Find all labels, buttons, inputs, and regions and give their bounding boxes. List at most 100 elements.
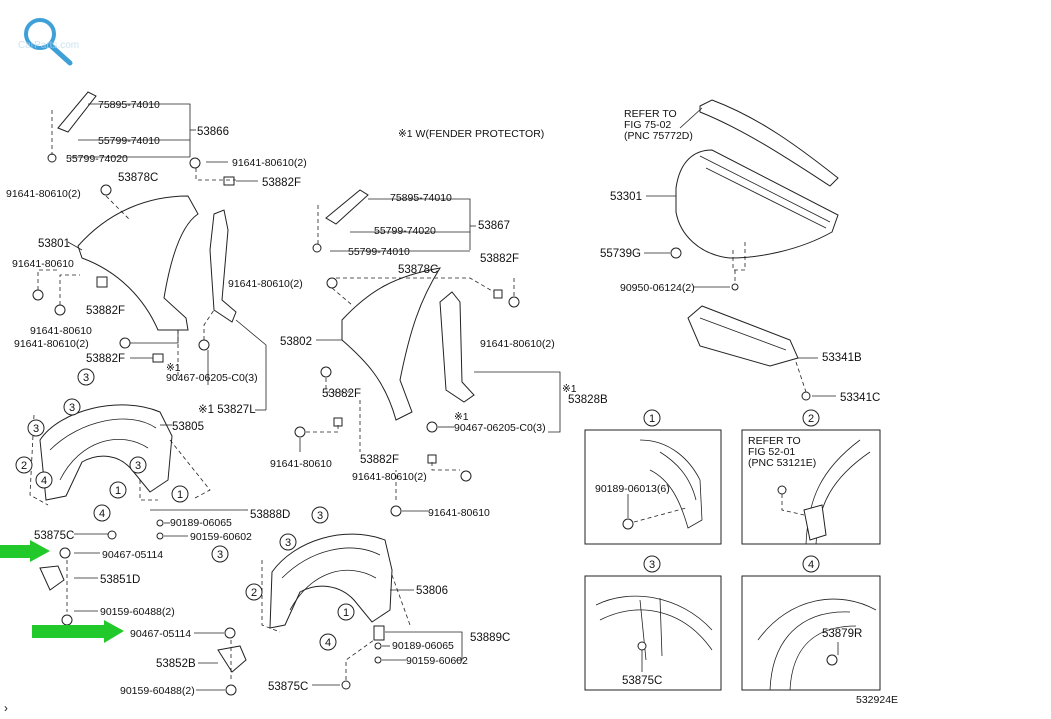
part-label: 91641-80610(2) (228, 278, 303, 290)
bolt (294, 426, 306, 438)
part-label: 53805 (172, 421, 204, 433)
hood-group (644, 99, 839, 401)
callout-2: 2 (245, 583, 263, 601)
callout-4: 4 (93, 504, 111, 522)
part-label: 53882F (322, 388, 361, 400)
callout-number: 4 (99, 508, 105, 520)
part-label: 90189-06065 (392, 640, 454, 652)
part-label: 75895-74010 (390, 192, 452, 204)
part-label: 90950-06124(2) (620, 282, 695, 294)
fender-protector-note: ※1 W(FENDER PROTECTOR) (398, 128, 544, 140)
callout-number: 1 (343, 607, 349, 619)
hood-cushion (731, 283, 739, 291)
callout-3: 3 (279, 533, 297, 551)
callout-number: 1 (115, 485, 121, 497)
callout-3: 3 (643, 555, 661, 573)
part-label: 53341C (840, 392, 880, 404)
screw (341, 680, 351, 690)
front-fender-left (77, 195, 199, 331)
caret-icon[interactable]: › (4, 703, 8, 715)
part-label: 91641-80610(2) (6, 188, 81, 200)
part-label: 53878C (398, 264, 438, 276)
detail-box-1 (584, 429, 722, 545)
part-label: 53882F (480, 253, 519, 265)
callout-number: 4 (325, 637, 331, 649)
front-fender-right (341, 267, 442, 421)
part-label: 55799-74010 (348, 246, 410, 258)
callout-number: 4 (808, 559, 814, 571)
fender-protector-mark: ※1 (166, 362, 181, 374)
callout-3: 3 (63, 398, 81, 416)
part-label: 90467-05114 (102, 549, 163, 561)
highlight-arrow-icon (0, 540, 50, 562)
clip (622, 518, 634, 530)
splash-shield-53851D (39, 565, 65, 591)
detail-box-2 (741, 429, 881, 545)
bolt (320, 366, 332, 378)
left-liner-group (29, 404, 248, 626)
callout-number: 3 (83, 372, 89, 384)
fender-protector-mark: ※1 (562, 383, 577, 395)
clip (224, 627, 236, 639)
part-label: 90467-06205-C0(3) (454, 422, 546, 434)
hood-panel (675, 149, 839, 259)
callout-number: 3 (33, 423, 39, 435)
screw (156, 532, 164, 540)
refer-label: FIG 52-01 (748, 446, 795, 458)
bolt (508, 296, 520, 308)
screw (156, 519, 164, 527)
part-label: 90159-60488(2) (120, 685, 195, 697)
callout-2: 2 (802, 409, 820, 427)
refer-label: FIG 75-02 (624, 119, 671, 131)
callout-3: 3 (77, 368, 95, 386)
part-label: 55799-74020 (66, 153, 128, 165)
right-liner-group (194, 533, 463, 696)
part-label: 53882F (360, 454, 399, 466)
bolt (54, 304, 66, 316)
part-label: 53879R (822, 628, 862, 640)
hood-insulator-53341B (687, 305, 799, 367)
screw (374, 656, 382, 664)
part-label: 53888D (250, 509, 290, 521)
callout-3: 3 (211, 545, 229, 563)
bolt (47, 153, 57, 163)
part-label: 53852B (156, 658, 196, 670)
part-label: 53882F (262, 177, 301, 189)
highlight-arrow-icon (32, 620, 124, 643)
part-label: 91641-80610(2) (14, 338, 89, 350)
fender-liner-left (39, 404, 173, 501)
left-fender-group (32, 91, 267, 411)
fender-protector-left (209, 209, 237, 323)
part-label: 91641-80610 (270, 458, 332, 470)
bolt (426, 421, 438, 433)
part-label: 53806 (416, 585, 448, 597)
right-fender-group (294, 189, 561, 517)
bolt (326, 277, 338, 289)
part-label: 90159-60602 (406, 655, 468, 667)
detail-box-4 (741, 575, 881, 691)
callout-number: 4 (41, 475, 47, 487)
refer-label: (PNC 75772D) (624, 130, 693, 142)
search-magnifier-icon[interactable] (24, 18, 73, 66)
callout-1: 1 (109, 481, 127, 499)
clip (427, 454, 437, 464)
callout-3: 3 (311, 506, 329, 524)
callout-3: 3 (27, 419, 45, 437)
screw (374, 642, 382, 650)
callout-2: 2 (15, 456, 33, 474)
bolt (312, 243, 322, 253)
bolt (100, 184, 112, 196)
part-label: 90467-05114 (130, 628, 191, 640)
splash-shield-53852B (217, 645, 247, 673)
part-label: 55799-74010 (98, 135, 160, 147)
drawing-id: 532924E (856, 694, 898, 706)
part-label: 91641-80610(2) (480, 338, 555, 350)
clip (96, 276, 108, 288)
part-label: 90189-06065 (170, 517, 232, 529)
clip (152, 353, 164, 363)
fender-molding-right (325, 189, 369, 225)
fender-protector-right (439, 291, 475, 403)
